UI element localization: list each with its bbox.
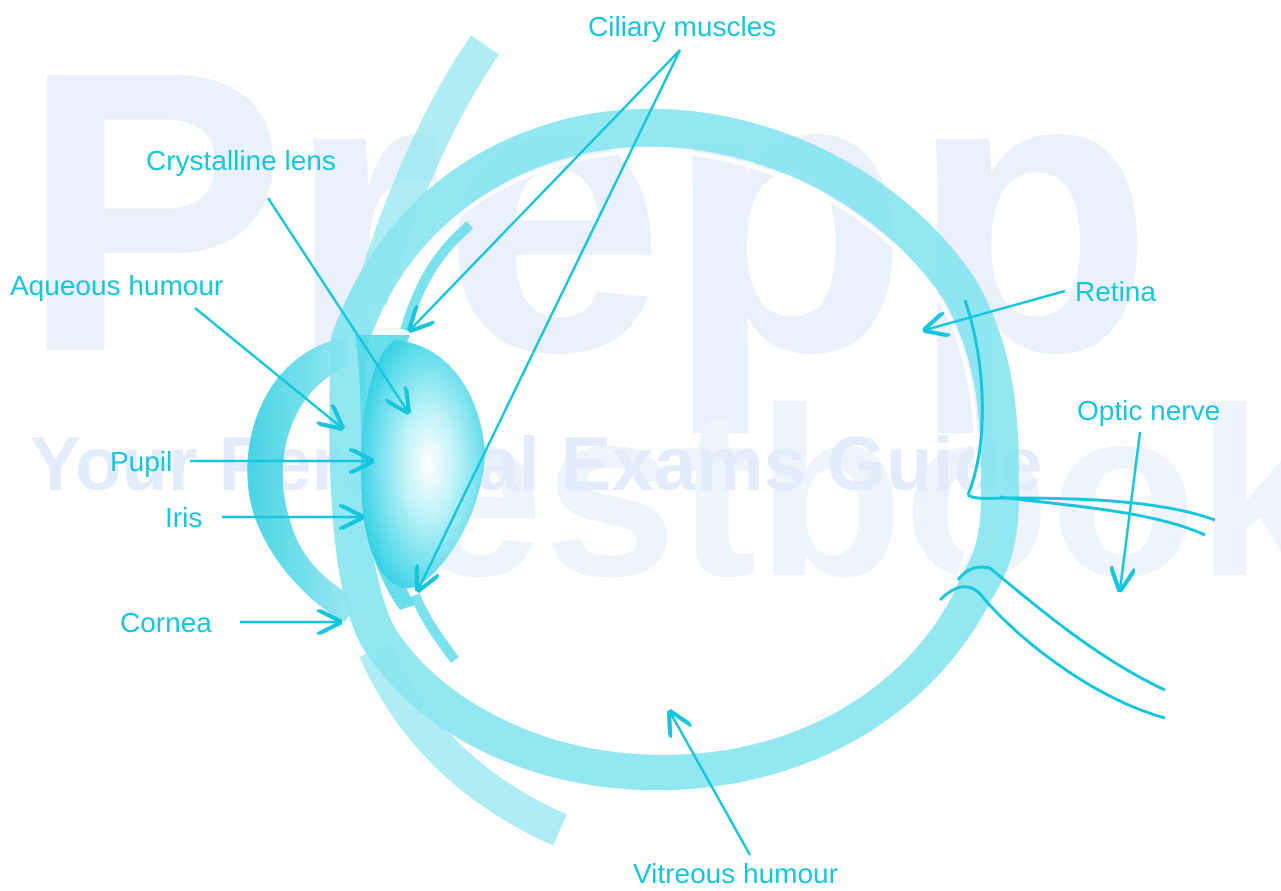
label-ciliary-muscles: Ciliary muscles	[588, 11, 776, 42]
label-crystalline-lens: Crystalline lens	[146, 145, 336, 176]
label-iris: Iris	[165, 502, 202, 533]
label-cornea: Cornea	[120, 607, 212, 638]
label-pupil: Pupil	[110, 446, 172, 477]
label-vitreous-humour: Vitreous humour	[633, 858, 838, 889]
label-aqueous-humour: Aqueous humour	[10, 270, 223, 301]
label-retina: Retina	[1075, 276, 1156, 307]
watermark: Prepp testbook Your Personal Exams Guide	[20, 0, 1281, 626]
watermark-tagline: Your Personal Exams Guide	[30, 422, 1042, 507]
label-optic-nerve: Optic nerve	[1077, 395, 1220, 426]
